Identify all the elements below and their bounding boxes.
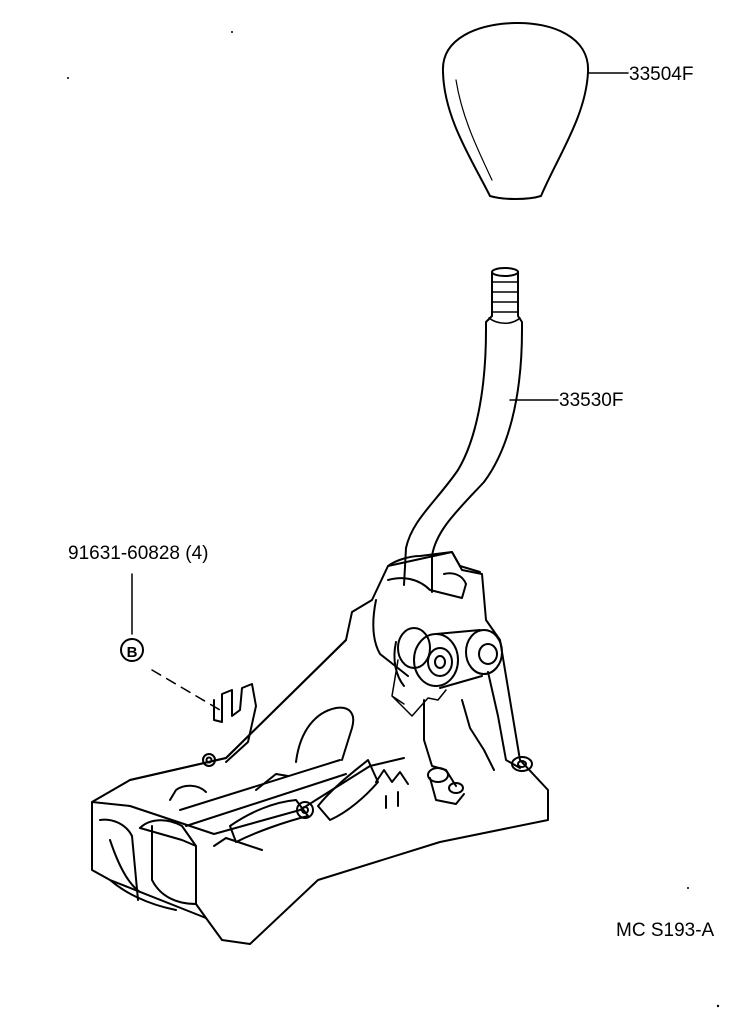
lever-part-number: 33530F (559, 390, 623, 411)
scan-specks (67, 31, 720, 1008)
leader-lines (131, 72, 629, 711)
drawing-code: MC S193-A (616, 920, 715, 941)
shift-lever-rod (403, 267, 523, 593)
select-linkage (391, 627, 533, 805)
bolt-callout-circle (120, 638, 144, 662)
shifter-housing (91, 551, 549, 945)
bolt-callout-letter: B (127, 644, 138, 661)
bolt-part-number: 91631-60828 (4) (68, 543, 209, 564)
knob-part-number: 33504F (629, 64, 693, 85)
shift-knob (441, 21, 590, 200)
